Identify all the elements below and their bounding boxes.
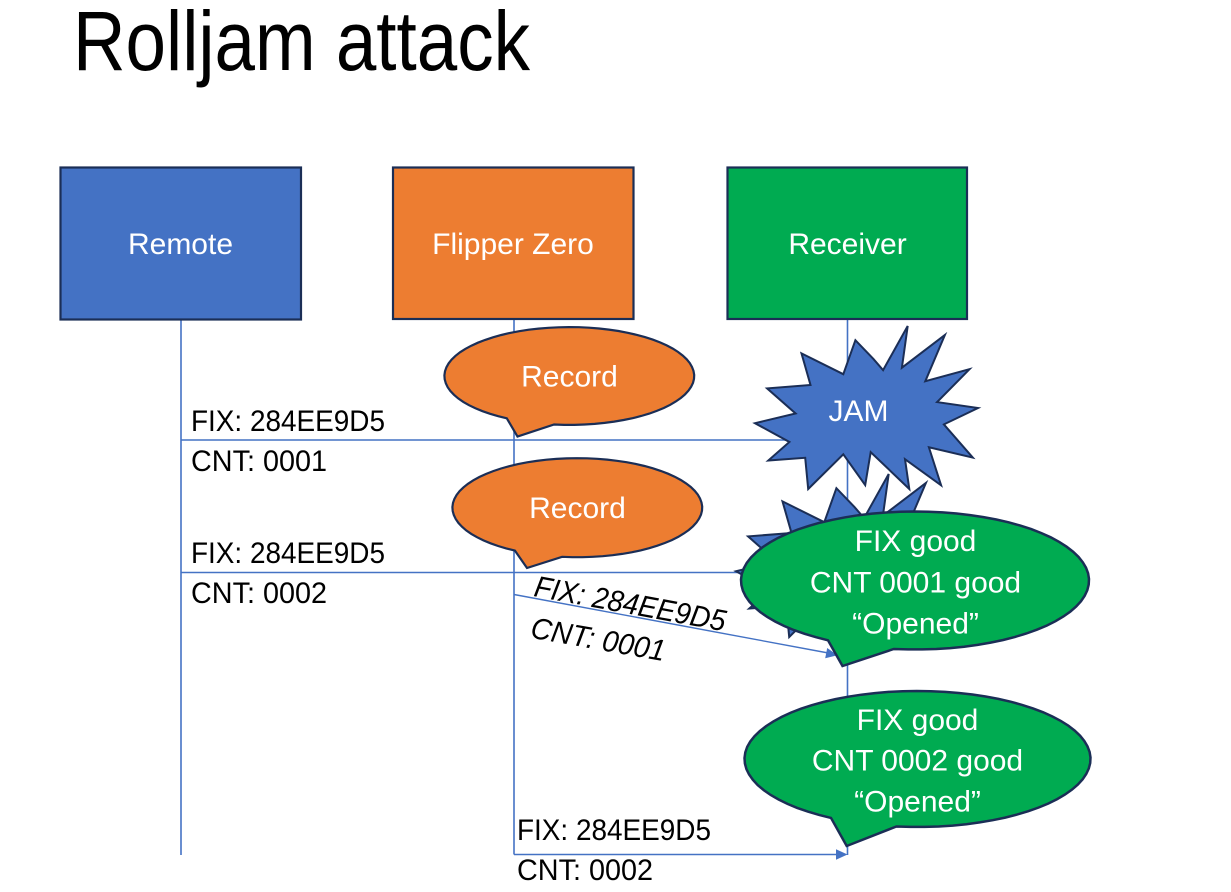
svg-text:CNT: 0002: CNT: 0002 bbox=[191, 577, 327, 610]
svg-text:Record: Record bbox=[521, 361, 618, 394]
svg-text:“Opened”: “Opened” bbox=[852, 608, 979, 641]
svg-text:“Opened”: “Opened” bbox=[854, 786, 981, 819]
svg-text:FIX good: FIX good bbox=[855, 525, 977, 558]
svg-text:FIX: 284EE9D5: FIX: 284EE9D5 bbox=[517, 814, 711, 847]
svg-text:CNT 0001 good: CNT 0001 good bbox=[810, 567, 1021, 600]
svg-text:FIX: 284EE9D5: FIX: 284EE9D5 bbox=[191, 537, 385, 570]
svg-text:FIX good: FIX good bbox=[857, 704, 979, 737]
svg-text:CNT 0002 good: CNT 0002 good bbox=[812, 745, 1023, 778]
svg-text:Rolljam attack: Rolljam attack bbox=[73, 0, 531, 88]
svg-text:Record: Record bbox=[529, 492, 626, 525]
svg-text:JAM: JAM bbox=[829, 395, 889, 428]
svg-text:CNT: 0002: CNT: 0002 bbox=[517, 854, 653, 887]
svg-text:CNT: 0001: CNT: 0001 bbox=[191, 445, 327, 478]
svg-text:Receiver: Receiver bbox=[788, 228, 906, 261]
svg-text:Remote: Remote bbox=[128, 228, 233, 261]
svg-text:Flipper Zero: Flipper Zero bbox=[432, 228, 594, 261]
svg-text:FIX: 284EE9D5: FIX: 284EE9D5 bbox=[191, 405, 385, 438]
